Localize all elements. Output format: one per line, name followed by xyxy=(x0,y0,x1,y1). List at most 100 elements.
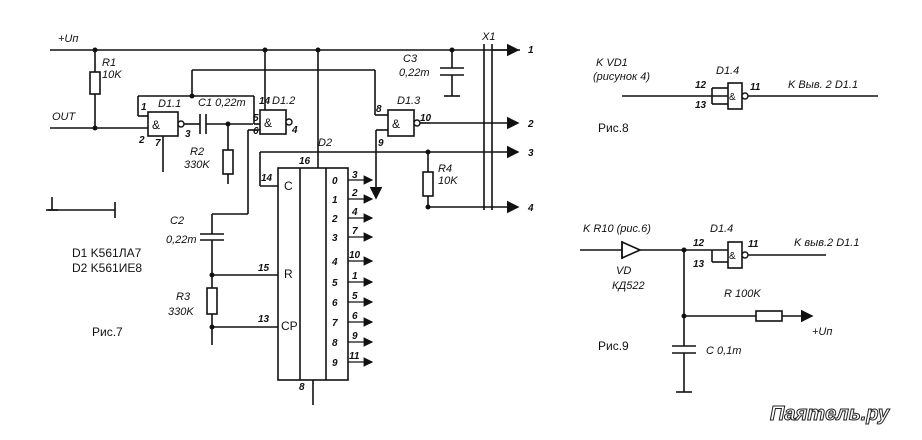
r4-ref: R4 xyxy=(438,163,452,175)
r1-value: 10K xyxy=(102,69,122,81)
d2-output-0: 0 xyxy=(332,176,338,187)
d2-pin-13: 13 xyxy=(258,314,270,325)
fig8-gate-ref: D1.4 xyxy=(716,65,739,77)
fig9-supply-label: +Uп xyxy=(812,326,832,338)
junction-dot xyxy=(189,93,195,99)
d2-output-pin-2: 4 xyxy=(351,207,358,218)
d2-output-2: 2 xyxy=(331,214,338,225)
part-d1: D1 K561ЛА7 xyxy=(72,246,142,260)
junction-dot xyxy=(262,47,268,53)
d1-3-pin-9: 9 xyxy=(378,138,384,149)
fig8-pin-13: 13 xyxy=(695,100,707,111)
junction-dot xyxy=(425,204,431,210)
gate-d1-4-fig9: & xyxy=(727,241,749,269)
junction-dot xyxy=(315,47,321,53)
junction-dot xyxy=(92,47,98,53)
gate-d1-3: & xyxy=(387,109,421,137)
figure-8: K VD1 (рисунок 4) & D1.4 12 13 11 K Выв.… xyxy=(593,57,878,135)
junction-dot xyxy=(92,125,98,131)
svg-text:&: & xyxy=(729,92,736,103)
c2-ref: C2 xyxy=(170,215,184,227)
r2-value: 330K xyxy=(184,159,210,171)
d2-pin-8: 8 xyxy=(299,382,305,393)
d2-output-pin-1: 2 xyxy=(351,188,358,199)
fig9-source: K R10 (рис.6) xyxy=(583,223,651,235)
counter-d2 xyxy=(277,167,349,381)
r3-resistor xyxy=(206,287,218,315)
d2-input-r: R xyxy=(284,267,293,281)
r3-ref: R3 xyxy=(176,291,191,303)
d2-pin-16: 16 xyxy=(299,156,311,167)
d2-pin-15: 15 xyxy=(258,263,270,274)
gate-d1-2: & xyxy=(259,109,293,135)
x1-terminal-3: 3 xyxy=(528,148,534,159)
x1-terminal-1: 1 xyxy=(528,45,534,56)
fig9-pin-13: 13 xyxy=(693,259,705,270)
d2-output-pin-4: 10 xyxy=(349,250,361,261)
d2-output-7: 7 xyxy=(332,318,338,329)
figure-7-label: Рис.7 xyxy=(92,325,123,339)
d2-output-pin-3: 7 xyxy=(352,226,358,237)
r1-ref: R1 xyxy=(102,57,116,69)
fig9-gate-ref: D1.4 xyxy=(710,223,733,235)
d2-output-pin-7: 6 xyxy=(352,311,358,322)
site-watermark: Паяmель.ру xyxy=(770,403,890,425)
d1-1-ref: D1.1 xyxy=(158,98,181,110)
gate-d1-1: & xyxy=(147,111,185,137)
r1-resistor xyxy=(89,71,101,95)
d1-3-pin-8: 8 xyxy=(376,104,382,115)
d2-input-c: C xyxy=(284,179,293,193)
fig8-source-line-1: K VD1 xyxy=(596,57,628,69)
c2-value: 0,22m xyxy=(166,234,197,246)
d2-output-pin-0: 3 xyxy=(352,170,358,181)
fig9-diode-ref: VD xyxy=(616,265,631,277)
r3-value: 330K xyxy=(168,306,194,318)
d1-1-pin-1: 1 xyxy=(141,102,147,113)
c1-label: C1 0,22m xyxy=(198,97,246,109)
figure-9-label: Рис.9 xyxy=(598,339,629,353)
figure-8-label: Рис.8 xyxy=(598,121,629,135)
svg-text:&: & xyxy=(392,117,400,131)
d2-ref: D2 xyxy=(318,137,332,149)
c3-ref: C3 xyxy=(403,53,418,65)
r4-value: 10K xyxy=(438,175,458,187)
d2-output-pin-5: 1 xyxy=(352,271,358,282)
r2-ref: R2 xyxy=(190,146,204,158)
d1-2-pin-5: 5 xyxy=(253,113,259,124)
svg-text:&: & xyxy=(152,118,160,132)
fig9-pin-11: 11 xyxy=(748,239,759,250)
svg-text:&: & xyxy=(729,251,736,262)
fig9-destination: K выв.2 D1.1 xyxy=(794,237,859,249)
fig9-resistor xyxy=(755,310,783,322)
fig8-pin-11: 11 xyxy=(750,82,761,93)
figure-9: K R10 (рис.6) VD КД522 & D1.4 12 13 11 K… xyxy=(580,223,859,393)
d1-1-pin-7: 7 xyxy=(155,138,161,149)
diode-vd xyxy=(621,240,642,260)
fig9-diode-type: КД522 xyxy=(612,280,645,292)
svg-text:&: & xyxy=(264,116,272,130)
junction-dot xyxy=(449,47,455,53)
d2-output-9: 9 xyxy=(332,358,338,369)
fig9-resistor-label: R 100K xyxy=(724,288,761,300)
r2-resistor xyxy=(222,149,234,175)
d1-2-pin-6: 6 xyxy=(253,126,259,137)
d2-input-cp: CP xyxy=(281,319,298,333)
d1-3-pin-10: 10 xyxy=(420,113,432,124)
d2-output-5: 5 xyxy=(332,278,338,289)
figure-7: +Uп X1 1 2 3 4 R1 10K OUT & D1.1 1 2 xyxy=(46,31,534,405)
d2-output-pin-6: 5 xyxy=(352,291,358,302)
fig9-pin-12: 12 xyxy=(693,238,705,249)
d2-output-6: 6 xyxy=(332,298,338,309)
d1-3-ref: D1.3 xyxy=(397,95,421,107)
x1-terminal-2: 2 xyxy=(527,119,534,130)
c3-value: 0,22m xyxy=(399,67,430,79)
d2-output-pin-8: 9 xyxy=(352,331,358,342)
d2-output-3: 3 xyxy=(332,233,338,244)
out-label: OUT xyxy=(52,111,77,123)
d2-output-4: 4 xyxy=(331,257,338,268)
x1-terminal-4: 4 xyxy=(527,203,534,214)
gate-d1-4-fig8: & xyxy=(727,82,749,110)
r4-resistor xyxy=(422,171,434,197)
d2-output-1: 1 xyxy=(332,195,338,206)
